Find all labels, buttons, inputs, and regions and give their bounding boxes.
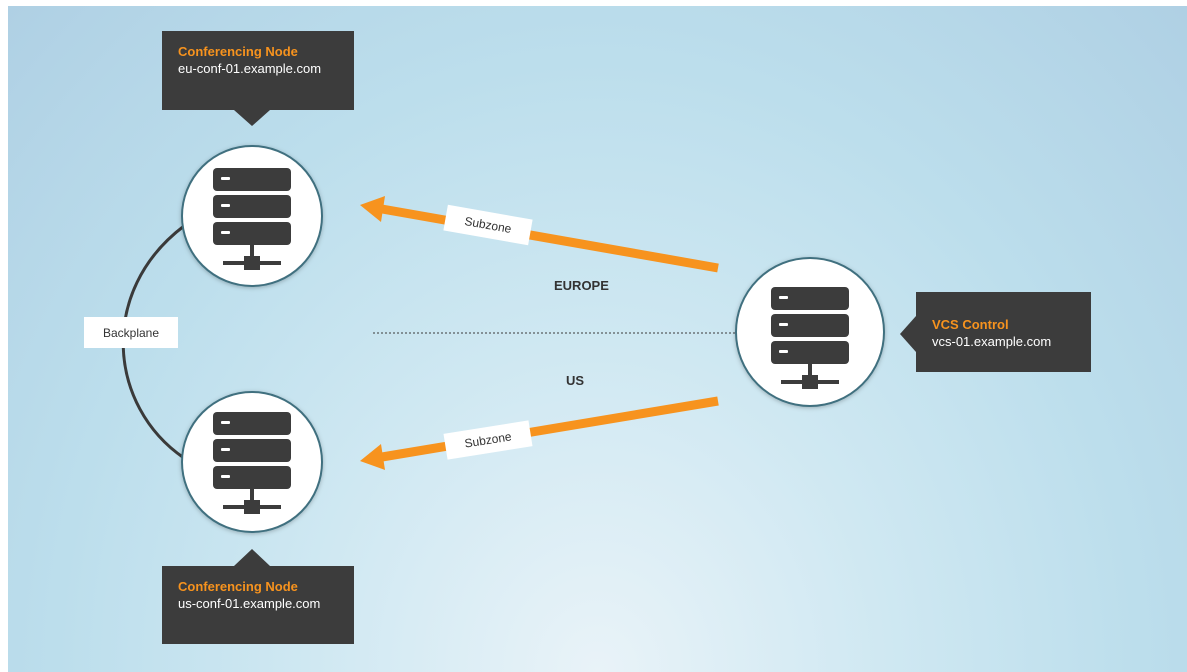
diagram-canvas: Conferencing Node eu-conf-01.example.com… xyxy=(8,6,1187,672)
callout-pointer-vcs xyxy=(900,316,916,352)
subzone-arrow-eu xyxy=(360,196,719,273)
vcs-control-node xyxy=(735,257,885,407)
vcs-node-title: VCS Control xyxy=(932,317,1009,332)
region-label-europe: EUROPE xyxy=(554,278,609,293)
eu-conferencing-node xyxy=(181,145,323,287)
vcs-node-host: vcs-01.example.com xyxy=(932,334,1052,349)
callout-pointer-us xyxy=(234,549,270,566)
backplane-label: Backplane xyxy=(84,317,178,348)
vcs-node-callout: VCS Control vcs-01.example.com xyxy=(916,292,1091,372)
us-conferencing-node xyxy=(181,391,323,533)
eu-node-callout: Conferencing Node eu-conf-01.example.com xyxy=(162,31,354,110)
us-node-host: us-conf-01.example.com xyxy=(178,596,321,611)
subzone-arrow-us xyxy=(360,396,719,470)
eu-node-host: eu-conf-01.example.com xyxy=(178,61,322,76)
region-label-us: US xyxy=(566,373,585,388)
callout-pointer-eu xyxy=(234,110,270,126)
diagram-svg xyxy=(121,110,916,566)
eu-node-title: Conferencing Node xyxy=(178,44,298,59)
us-node-title: Conferencing Node xyxy=(178,579,298,594)
us-node-callout: Conferencing Node us-conf-01.example.com xyxy=(162,566,354,644)
